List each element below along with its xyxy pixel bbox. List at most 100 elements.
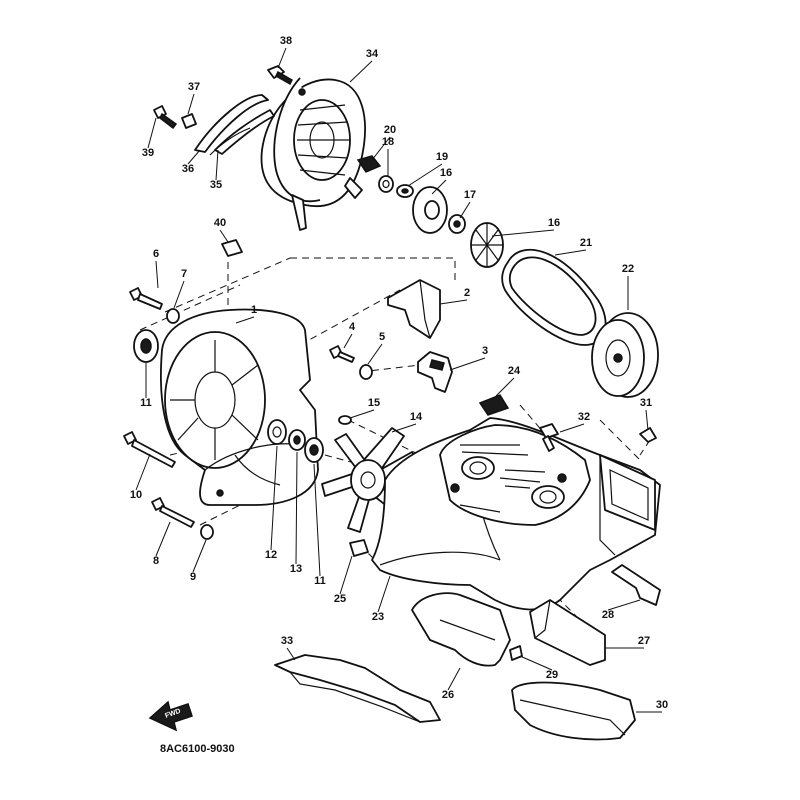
callout-leader-19 [407, 163, 443, 187]
callout-10: 10 [130, 489, 142, 501]
engine-shroud [371, 417, 661, 611]
callout-leader-33 [286, 647, 296, 661]
callout-22: 22 [622, 263, 634, 275]
decal-label [478, 394, 510, 416]
callout-23: 23 [372, 611, 384, 623]
callout-leader-14 [391, 423, 417, 433]
callout-17: 17 [464, 189, 476, 201]
callout-leader-2 [439, 299, 468, 305]
callout-leader-1 [235, 316, 255, 324]
callout-40: 40 [214, 217, 226, 229]
clip-31 [639, 427, 657, 443]
bottom-duct-33 [274, 654, 441, 723]
callout-leader-40 [219, 229, 229, 243]
key-15 [338, 415, 352, 425]
callout-leader-23 [377, 575, 391, 613]
clip-40 [221, 239, 243, 257]
bolt-32 [539, 423, 559, 452]
callout-leader-36 [187, 149, 201, 165]
callout-leader-12 [270, 445, 278, 551]
callout-leader-3 [449, 357, 486, 371]
duct-27 [529, 599, 606, 666]
callout-leader-20 [371, 136, 391, 161]
callout-leader-6 [155, 260, 159, 289]
callout-leader-9 [192, 539, 207, 573]
callout-14: 14 [410, 411, 423, 423]
mount-3 [417, 351, 453, 393]
callout-1: 1 [251, 304, 257, 316]
fastener-37 [181, 113, 197, 129]
callout-leader-28 [607, 599, 641, 611]
callout-24: 24 [508, 365, 521, 377]
bearing-11-left [133, 329, 159, 363]
duct-bracket [194, 94, 275, 156]
callout-36: 36 [182, 163, 194, 175]
callout-leader-26 [447, 667, 461, 691]
callout-leader-34 [349, 60, 373, 83]
callout-leader-21 [554, 249, 587, 256]
callout-38: 38 [280, 35, 292, 47]
deflector-26 [411, 592, 511, 667]
callout-19: 19 [436, 151, 448, 163]
callout-leader-4 [343, 333, 353, 349]
v-belt [501, 248, 607, 346]
callout-20: 20 [384, 124, 396, 136]
callout-leader-16 [431, 179, 447, 195]
callout-12: 12 [265, 549, 277, 561]
handle-28 [611, 564, 661, 606]
callout-34: 34 [366, 48, 379, 60]
callout-7: 7 [181, 268, 187, 280]
forward-direction-arrow: FWD [148, 700, 193, 732]
callout-leader-16 [491, 229, 555, 237]
callout-leader-29 [519, 655, 553, 671]
washers-7-5-9 [166, 308, 373, 540]
drive-washers [356, 155, 504, 268]
callout-21: 21 [580, 237, 592, 249]
callout-leader-8 [155, 521, 171, 557]
callout-2: 2 [464, 287, 470, 299]
callout-13: 13 [290, 563, 302, 575]
callout-leader-24 [495, 377, 515, 397]
callout-leader-35 [215, 149, 219, 181]
callout-35: 35 [210, 179, 222, 191]
callout-8: 8 [153, 555, 159, 567]
fastener-38 [267, 65, 293, 86]
callout-16: 16 [440, 167, 452, 179]
callout-30: 30 [656, 699, 668, 711]
callout-18: 18 [382, 136, 394, 148]
clip-29 [509, 645, 523, 661]
callout-31: 31 [640, 397, 652, 409]
callout-25: 25 [334, 593, 346, 605]
callout-11: 11 [314, 575, 326, 587]
bolt-8 [151, 497, 195, 528]
callout-leader-7 [173, 280, 185, 309]
callout-32: 32 [578, 411, 590, 423]
callout-leader-32 [559, 423, 585, 433]
box-cover-30 [511, 681, 636, 741]
callout-numbers: 3834373936352018191617162122406721453112… [130, 35, 668, 713]
shaft-washers [267, 419, 324, 463]
callout-leader-39 [147, 117, 157, 149]
callout-leader-37 [187, 93, 195, 115]
callout-4: 4 [349, 321, 356, 333]
driven-pulley [591, 312, 659, 398]
bolt-6 [129, 287, 163, 310]
callout-leader-11 [313, 463, 321, 577]
callout-29: 29 [546, 669, 558, 681]
bolt-10 [123, 431, 176, 468]
callout-26: 26 [442, 689, 454, 701]
drawing-code: 8AC6100-9030 [160, 743, 235, 755]
callout-leader-25 [339, 555, 353, 595]
callout-39: 39 [142, 147, 154, 159]
bolt-4 [329, 345, 355, 363]
callout-leader-31 [645, 409, 649, 431]
callout-37: 37 [188, 81, 200, 93]
callout-16: 16 [548, 217, 560, 229]
callout-9: 9 [190, 571, 196, 583]
callout-leader-13 [295, 451, 298, 565]
grommet-25 [349, 539, 369, 557]
fastener-39 [153, 105, 178, 130]
callout-28: 28 [602, 609, 614, 621]
callout-6: 6 [153, 248, 159, 260]
